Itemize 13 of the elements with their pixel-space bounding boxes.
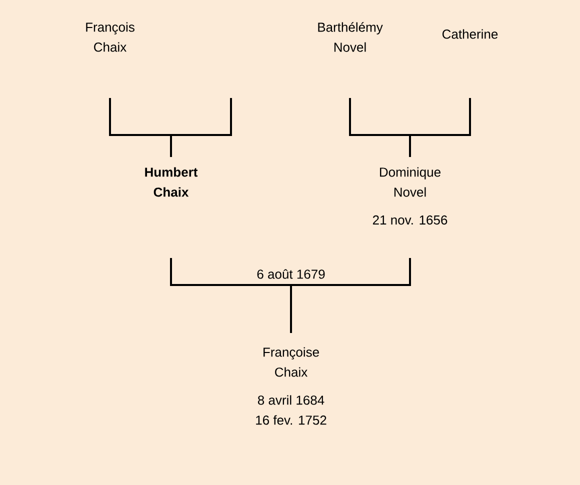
person-name: François Chaix [86,22,134,52]
date-text: 8 avril 1684 [258,395,324,405]
date-text: 21 nov. 1656 [372,215,448,225]
family-bracket [409,98,471,157]
family-bracket [290,258,411,333]
person-name: Dominique Novel [380,167,440,197]
person-name: Barthélémy Novel [318,22,383,52]
date-text: 16 fev. 1752 [256,415,326,425]
person-name: Humbert Chaix [145,167,198,197]
family-bracket [170,98,232,157]
person-name: Françoise Chaix [264,347,319,377]
edge-label: 6 août 1679 [256,268,326,280]
person-name: Catherine [442,29,498,39]
